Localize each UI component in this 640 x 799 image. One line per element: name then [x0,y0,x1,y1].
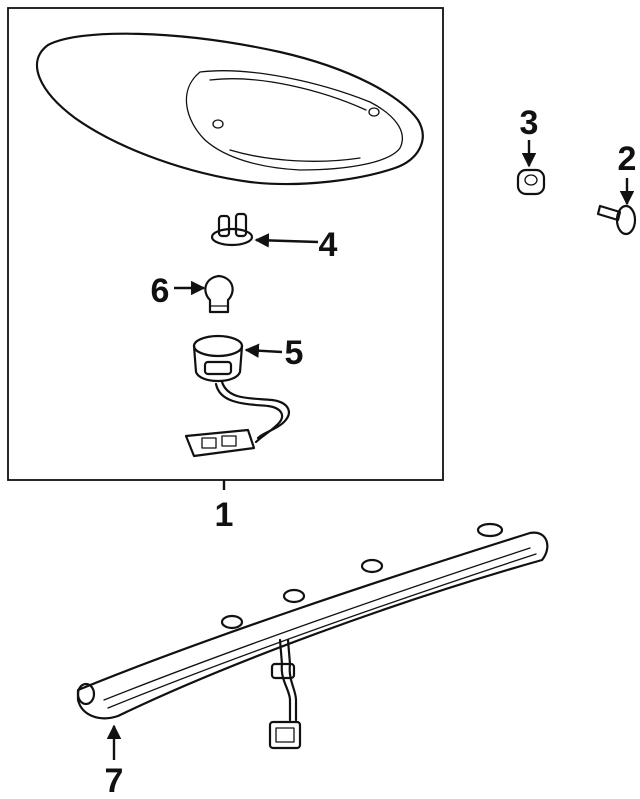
callout-3: 3 [520,104,539,142]
nut [516,168,546,196]
stop-lamp-bar [76,522,549,750]
leader-lines [106,140,635,760]
callout-7: 7 [105,762,124,799]
leader-5 [244,343,283,358]
socket-harness [184,334,290,458]
bulb [204,274,234,314]
callout-6: 6 [151,272,170,310]
callout-1: 1 [215,496,234,534]
callouts: 1 2 3 4 5 6 7 [105,104,637,799]
lamp-housing [36,32,424,186]
bulb-retainer [210,212,254,247]
leader-4 [254,233,319,248]
assembly-frame [7,7,444,481]
callout-4: 4 [319,226,338,264]
callout-2: 2 [618,140,637,178]
callout-5: 5 [285,334,304,372]
screw [596,204,637,236]
